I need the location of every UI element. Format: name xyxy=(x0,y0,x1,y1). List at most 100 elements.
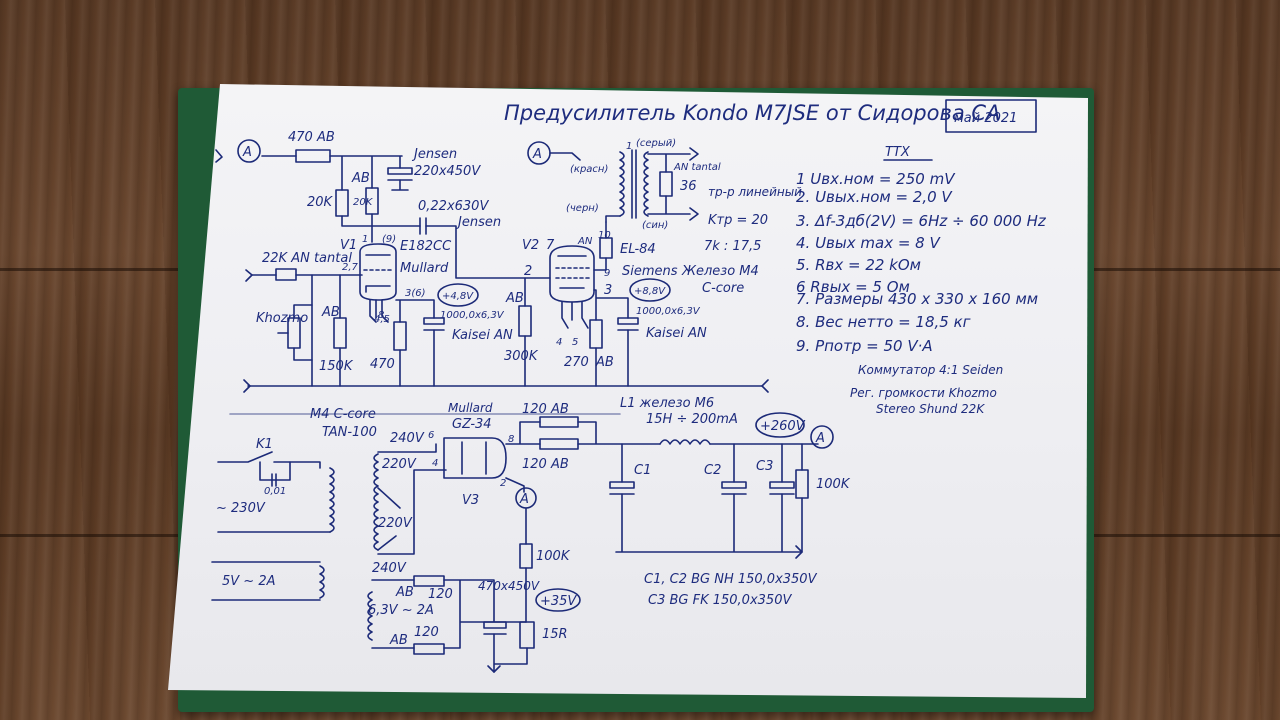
ttx-item: 6 Rвых = 5 Oм xyxy=(796,278,910,296)
input-arrow xyxy=(245,269,253,282)
wire xyxy=(577,421,661,445)
cap-jensen xyxy=(387,167,413,175)
wire xyxy=(369,299,389,323)
c2-label: C2 xyxy=(704,463,721,478)
rect-pin8: 8 xyxy=(508,434,514,445)
wire xyxy=(391,179,409,191)
resistor-22k xyxy=(275,268,297,281)
transformer-mains-primary xyxy=(329,467,335,533)
v2-r-ab: AB xyxy=(505,291,524,306)
rect-pin2: 2 xyxy=(500,478,506,489)
r-20k-a-label: 20K xyxy=(307,195,334,210)
wire xyxy=(341,213,373,227)
input-a-marker xyxy=(237,139,261,163)
resistor-270 xyxy=(589,319,603,349)
ab-label: AB xyxy=(351,171,370,186)
v2-label: V2 xyxy=(522,238,539,253)
wire xyxy=(371,225,421,243)
ttx-note: Stereo Shund 22K xyxy=(876,402,985,416)
cap-jensen-value: 220x450V xyxy=(414,164,481,179)
resistor-heat-2 xyxy=(413,643,445,655)
tube-v1 xyxy=(359,243,397,301)
grid-r-label: 22K AN tantal xyxy=(262,251,352,266)
r-36-label: 36 xyxy=(680,179,697,194)
transformer-5v xyxy=(319,565,325,599)
heater-5v-label: 5V ~ 2A xyxy=(222,574,276,589)
wire xyxy=(395,299,435,387)
r-270-label: 270 xyxy=(564,355,589,370)
cap-c3 xyxy=(769,481,795,489)
out-arrow xyxy=(689,147,699,221)
r-ab2-label: AB xyxy=(595,355,614,370)
b-plus-badge xyxy=(755,412,805,438)
choke-value: 15H ÷ 200mA xyxy=(646,412,738,427)
input-a-label-2: A xyxy=(532,147,542,162)
volume-pot-label: Khozmo xyxy=(256,311,308,326)
c3-label: C3 xyxy=(756,459,773,474)
caps-note-2: C3 BG FK 150,0x350V xyxy=(648,593,792,608)
r-ab-label: AB xyxy=(321,305,340,320)
v2-core-type: C-core xyxy=(702,281,744,296)
date-box xyxy=(945,99,1037,133)
v2-pin7: 7 xyxy=(546,238,555,253)
heat-r2-label: 120 xyxy=(414,625,439,640)
out-a-label: A xyxy=(815,431,825,446)
heat-ab1: AB xyxy=(395,585,414,600)
wire xyxy=(647,153,691,215)
voltage-badge-v1 xyxy=(437,283,479,307)
psu-tan: TAN-100 xyxy=(322,425,377,440)
cap-c1 xyxy=(609,481,635,489)
wire xyxy=(621,443,803,483)
resistor-120-bot xyxy=(539,438,579,450)
r-150k-label: 150K xyxy=(319,359,354,374)
ttx-item: 2. Uвых.ном = 2,0 V xyxy=(796,188,953,206)
resistor-heat-1 xyxy=(413,575,445,587)
tr-pri-label: (красн) xyxy=(570,164,608,175)
cap-cathode-v1 xyxy=(423,317,445,325)
wire xyxy=(549,152,581,161)
resistor-470-cathode xyxy=(393,321,407,351)
wire xyxy=(329,155,403,191)
rectifier-v3 xyxy=(443,437,507,479)
wire xyxy=(377,443,447,555)
v1-brand: Mullard xyxy=(400,261,449,276)
psu-v220b: 220V xyxy=(378,516,413,531)
cath-cap-v1-value: 1000,0x6,3V xyxy=(440,310,505,321)
resistor-150k xyxy=(333,317,347,349)
wire xyxy=(615,493,803,553)
wire xyxy=(211,561,321,601)
ttx-item: 4. Uвых max = 8 V xyxy=(796,234,941,252)
bus-arrow xyxy=(795,545,803,559)
mains-label: ~ 230V xyxy=(216,501,266,516)
tr-pri2-label: (черн) xyxy=(566,203,599,214)
wire xyxy=(259,461,291,481)
date-label: май 2021 xyxy=(954,111,1017,126)
bus-arrow xyxy=(243,379,251,393)
r-470-label: 470 AB xyxy=(288,130,335,145)
caps-note-1: C1, C2 BG NH 150,0x350V xyxy=(644,572,818,587)
bus-arrow xyxy=(487,665,501,673)
transformer-secondary xyxy=(643,151,649,217)
cath-cap-v2-value: 1000,0x6,3V xyxy=(636,306,701,317)
mains-switch xyxy=(217,451,321,469)
v2-pin3: 3 xyxy=(604,283,612,298)
b-plus-label: +260V xyxy=(760,419,806,434)
ttx-note: Коммутатор 4:1 Seiden xyxy=(858,363,1003,377)
r-300k-label: 300K xyxy=(504,349,539,364)
ttx-item: 7. Размеры 430 x 330 x 160 мм xyxy=(796,290,1038,308)
tr-note: тр-р линейный xyxy=(708,185,802,199)
r-120-top-label: 120 AB xyxy=(522,402,569,417)
resistor-470 xyxy=(295,149,331,163)
resistor-100k-bleeder xyxy=(795,469,809,499)
tube-v1-cathode xyxy=(365,285,391,293)
rect-brand: Mullard xyxy=(448,401,493,415)
ttx-note: Рег. громкости Khozmo xyxy=(850,386,997,400)
v2-pin9: 9 xyxy=(604,268,610,279)
paper-sheet xyxy=(168,84,1088,698)
ttx-item: 5. Rвх = 22 kOм xyxy=(796,256,921,274)
out-a-marker xyxy=(810,425,834,449)
c1-label: C1 xyxy=(634,463,651,478)
bus-arrow xyxy=(761,379,769,393)
input-arrow xyxy=(215,149,223,163)
